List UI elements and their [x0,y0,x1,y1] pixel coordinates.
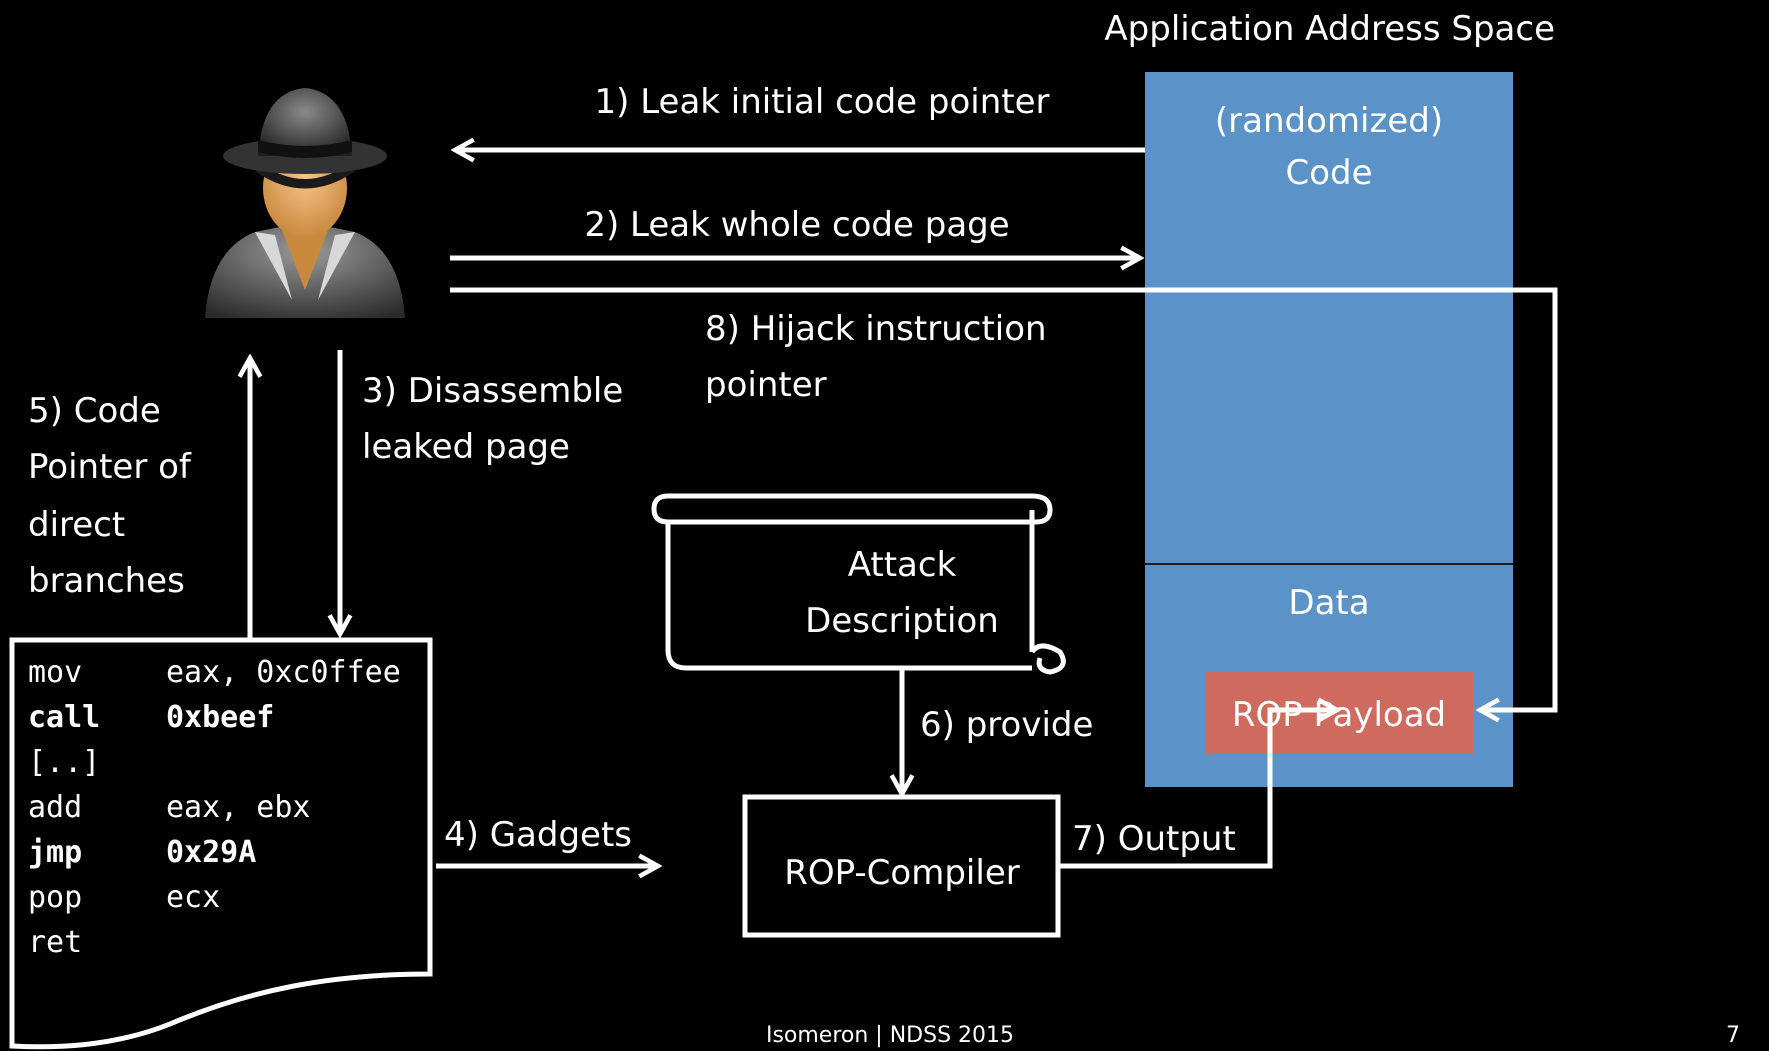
step-4-label: 4) Gadgets [444,815,632,855]
data-label: Data [1288,583,1369,623]
attack-description-line2: Description [805,601,999,641]
code-line-arg: ecx [166,880,220,915]
code-line-op: ret [28,925,82,960]
code-label-randomized: (randomized) [1215,101,1443,141]
step-7-label: 7) Output [1072,819,1236,859]
step-5-label-line4: branches [28,561,185,601]
code-label: Code [1285,153,1372,193]
step-5-label-line1: 5) Code [28,391,161,431]
code-line-op: jmp [28,835,82,870]
code-line-op: [..] [28,745,100,780]
code-line-arg: eax, ebx [166,790,311,825]
code-line-op: call [28,700,100,735]
page-number: 7 [1726,1023,1740,1048]
attacker-icon [205,88,405,318]
step-3-label-line1: 3) Disassemble [362,371,623,411]
step-2-label: 2) Leak whole code page [584,205,1009,245]
address-space-title: Application Address Space [1104,9,1555,49]
code-line-arg: eax, 0xc0ffee [166,655,401,690]
code-listing: mov eax, 0xc0ffee call 0xbeef [..] add eax, eb… [28,655,401,960]
attack-description-scroll [651,493,1066,675]
rop-compiler-label: ROP-Compiler [784,853,1019,893]
step-5-label-line3: direct [28,505,125,545]
step-3-label-line2: leaked page [362,427,570,467]
code-listing-box [9,637,433,1050]
step-1-label: 1) Leak initial code pointer [594,82,1049,122]
code-line-arg: 0xbeef [166,700,274,735]
code-line-op: mov [28,655,82,690]
attack-description-line1: Attack [848,545,957,585]
code-line-op: add [28,790,82,825]
rop-payload-label: ROP Payload [1232,695,1446,735]
code-line-arg: 0x29A [166,835,256,870]
footer-title: Isomeron | NDSS 2015 [766,1023,1014,1048]
arrow-output [1058,710,1337,869]
step-5-label-line2: Pointer of [28,447,192,487]
step-8-label-line1: 8) Hijack instruction [705,309,1047,349]
code-line-op: pop [28,880,82,915]
code-region [1145,72,1513,564]
arrow-hijack-pointer [450,287,1558,710]
step-6-label: 6) provide [920,705,1093,745]
step-8-label-line2: pointer [705,365,827,405]
